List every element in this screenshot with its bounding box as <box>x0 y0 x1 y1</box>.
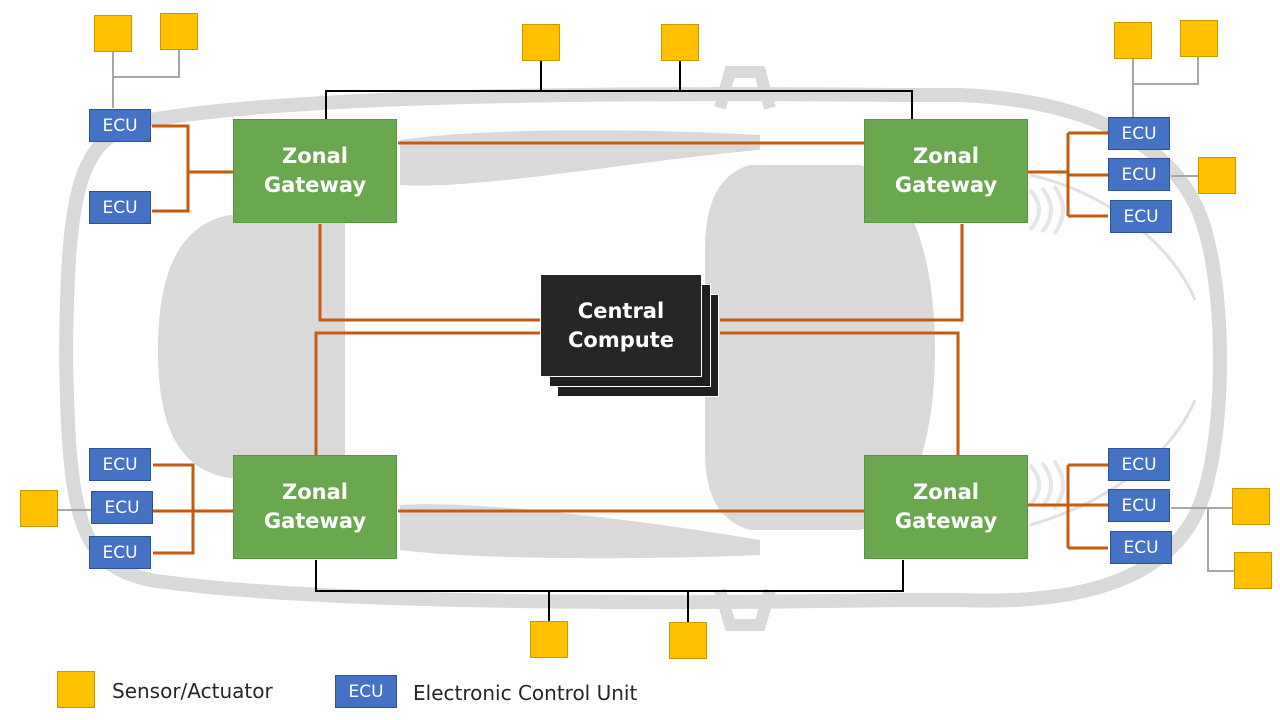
legend-sensor-label: Sensor/Actuator <box>112 679 273 703</box>
ecu-box: ECU <box>1110 200 1172 233</box>
zonal-gateway-rear-left: Zonal Gateway <box>233 455 397 559</box>
legend-ecu-swatch: ECU <box>335 675 397 708</box>
sensor-link-fl <box>112 50 180 108</box>
link-rl-cc <box>314 331 540 455</box>
windshield <box>705 165 935 530</box>
ecu-box: ECU <box>1108 117 1170 150</box>
legend-sensor-swatch <box>57 671 95 708</box>
bus-top <box>325 90 913 119</box>
legend-ecu-label: Electronic Control Unit <box>413 681 638 705</box>
sensor-actuator <box>530 621 568 658</box>
sensor-actuator <box>1198 157 1236 194</box>
link-fr-cc <box>720 224 964 322</box>
ethernet-links <box>152 124 1108 555</box>
sensor-actuator <box>1232 488 1270 525</box>
link-ecu-fr <box>1027 131 1108 218</box>
headlight-arcs-bottom <box>1028 459 1065 511</box>
ecu-box: ECU <box>89 191 151 224</box>
ecu-box: ECU <box>89 536 151 569</box>
car-body-outline <box>58 87 1227 610</box>
sensor-actuator <box>522 24 560 61</box>
side-window-bottom <box>400 504 760 559</box>
sensor-actuator <box>20 490 58 527</box>
link-ecu-fl2 <box>152 172 190 213</box>
rear-window <box>158 215 345 478</box>
sensor-actuator <box>94 15 132 52</box>
link-ecu-fl1 <box>152 124 233 174</box>
ecu-box: ECU <box>1110 531 1172 564</box>
sensor-actuator <box>661 24 699 61</box>
ecu-box: ECU <box>89 109 151 142</box>
sensor-links <box>58 50 1234 572</box>
ecu-box: ECU <box>1108 489 1170 522</box>
ecu-box: ECU <box>91 491 153 524</box>
sensor-link-rr <box>1171 507 1234 572</box>
ecu-box: ECU <box>89 448 151 481</box>
ecu-box: ECU <box>1108 158 1170 191</box>
mirror-bottom <box>714 588 776 631</box>
link-rr-cc <box>720 331 960 455</box>
sensor-actuator <box>160 13 198 50</box>
ecu-box: ECU <box>1108 448 1170 481</box>
sensor-actuator <box>1114 22 1152 59</box>
sensor-actuator <box>669 622 707 659</box>
zonal-gateway-front-right: Zonal Gateway <box>864 119 1028 223</box>
zonal-gateway-rear-right: Zonal Gateway <box>864 455 1028 559</box>
headlight-arcs-top <box>1028 184 1065 236</box>
link-ecu-rl <box>153 463 233 555</box>
link-fl-cc <box>318 224 540 322</box>
sensor-actuator <box>1234 552 1272 589</box>
side-window-top <box>400 130 760 186</box>
bus-links <box>315 61 913 622</box>
sensor-actuator <box>1180 20 1218 57</box>
zonal-gateway-front-left: Zonal Gateway <box>233 119 397 223</box>
hood-line-top <box>1029 173 1197 301</box>
bus-bottom <box>315 560 904 592</box>
sensor-link-fr <box>1132 57 1199 117</box>
central-compute: Central Compute <box>540 274 702 377</box>
link-ecu-rr <box>1027 463 1108 550</box>
